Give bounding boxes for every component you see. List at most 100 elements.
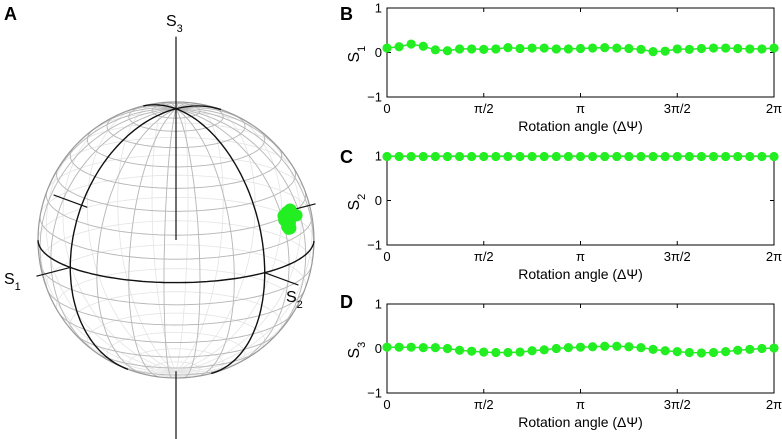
- data-point: [648, 47, 658, 57]
- data-point: [527, 346, 537, 356]
- data-point: [539, 345, 549, 355]
- x-axis-label: Rotation angle (ΔΨ): [518, 118, 643, 134]
- y-tick-label: −1: [367, 386, 382, 401]
- sphere-axis-s2-negative: [36, 266, 71, 277]
- data-point: [442, 151, 453, 162]
- data-point: [733, 43, 743, 54]
- x-tick-label: 3π/2: [664, 101, 691, 116]
- x-tick-label: 0: [383, 101, 390, 116]
- panel-letter-b: B: [340, 4, 353, 24]
- sphere-latitude: [263, 266, 312, 296]
- data-point: [660, 346, 670, 356]
- data-point: [406, 151, 416, 162]
- panel-a-poincare-sphere: A S1 S2 S3: [4, 4, 316, 439]
- data-point: [587, 342, 598, 352]
- s1-name: S: [4, 271, 15, 288]
- x-tick-label: π: [576, 101, 585, 116]
- data-point: [612, 151, 622, 162]
- data-point: [430, 343, 440, 353]
- data-point: [515, 347, 525, 357]
- sphere-meridian: [175, 108, 307, 344]
- sphere-latitude: [86, 129, 234, 168]
- data-point: [430, 45, 440, 55]
- s2-name: S: [286, 289, 297, 306]
- data-point: [454, 345, 465, 355]
- sphere-latitude: [252, 312, 294, 335]
- sphere-latitude: [39, 215, 264, 260]
- sphere-meridian-back: [175, 108, 307, 373]
- data-point: [757, 343, 767, 354]
- x-tick-label: 3π/2: [664, 249, 691, 264]
- sphere-meridian-back: [175, 101, 189, 372]
- x-tick-label: π: [576, 397, 585, 412]
- data-point: [563, 151, 574, 162]
- sphere-meridian: [50, 108, 177, 356]
- sphere-meridian-back: [128, 108, 177, 378]
- data-point: [708, 43, 719, 53]
- sphere-latitude-back: [69, 291, 283, 358]
- data-point: [600, 341, 610, 351]
- data-point: [769, 151, 779, 162]
- sphere-great-circle-s1s3: [143, 104, 266, 375]
- data-point: [636, 151, 646, 162]
- y-axis-label-name: S: [346, 200, 363, 211]
- data-point: [612, 341, 622, 351]
- data-point: [745, 344, 755, 354]
- data-point: [696, 43, 707, 54]
- data-point: [442, 343, 453, 354]
- data-point: [491, 347, 501, 358]
- data-point: [587, 151, 598, 162]
- data-point: [418, 343, 428, 353]
- sphere-latitude: [220, 114, 246, 144]
- data-point: [406, 342, 416, 352]
- sphere-latitude: [252, 167, 296, 204]
- x-tick-label: π: [576, 249, 585, 264]
- sphere-latitude: [263, 215, 313, 250]
- data-point: [575, 151, 586, 162]
- data-point: [660, 46, 670, 56]
- data-point: [551, 151, 561, 162]
- y-axis-label: S1: [346, 46, 368, 63]
- sphere-meridian: [96, 108, 177, 375]
- data-point: [503, 347, 513, 358]
- data-point: [575, 43, 586, 54]
- s3-name: S: [166, 13, 177, 30]
- y-tick-label: −1: [367, 90, 382, 105]
- s2-sub: 2: [297, 299, 303, 311]
- s3-sub: 3: [177, 23, 183, 35]
- sphere-meridian-back: [39, 108, 177, 372]
- sphere-latitude: [128, 103, 207, 132]
- data-point: [430, 151, 440, 162]
- data-point: [600, 151, 610, 162]
- y-axis-label: S3: [346, 342, 368, 359]
- data-point: [551, 343, 561, 354]
- x-tick-label: 2π: [766, 249, 782, 264]
- data-point: [612, 43, 622, 53]
- y-axis-label-sub: 2: [356, 194, 368, 200]
- data-point: [467, 346, 477, 356]
- data-point: [672, 44, 682, 54]
- sphere-meridian-back: [86, 104, 177, 372]
- sphere-equator: [264, 240, 315, 274]
- data-point: [721, 347, 731, 357]
- sphere-meridian-back: [175, 108, 314, 372]
- sphere-meridian: [128, 108, 177, 378]
- panel-letter-c: C: [340, 147, 353, 167]
- y-axis-label-sub: 3: [356, 342, 368, 348]
- sphere-equator: [37, 240, 265, 284]
- x-tick-label: 2π: [766, 101, 782, 116]
- panel-letter-d: D: [340, 292, 353, 312]
- data-point: [394, 342, 404, 352]
- data-point: [503, 43, 513, 53]
- data-point: [745, 44, 755, 54]
- sphere-axis-s1-positive: [264, 272, 299, 286]
- data-point: [757, 151, 767, 162]
- sphere-latitude: [74, 333, 245, 358]
- plot-frame: [386, 155, 775, 246]
- data-point: [636, 343, 646, 353]
- x-tick-label: 3π/2: [664, 397, 691, 412]
- sphere-meridian: [175, 108, 235, 378]
- data-point: [418, 151, 428, 162]
